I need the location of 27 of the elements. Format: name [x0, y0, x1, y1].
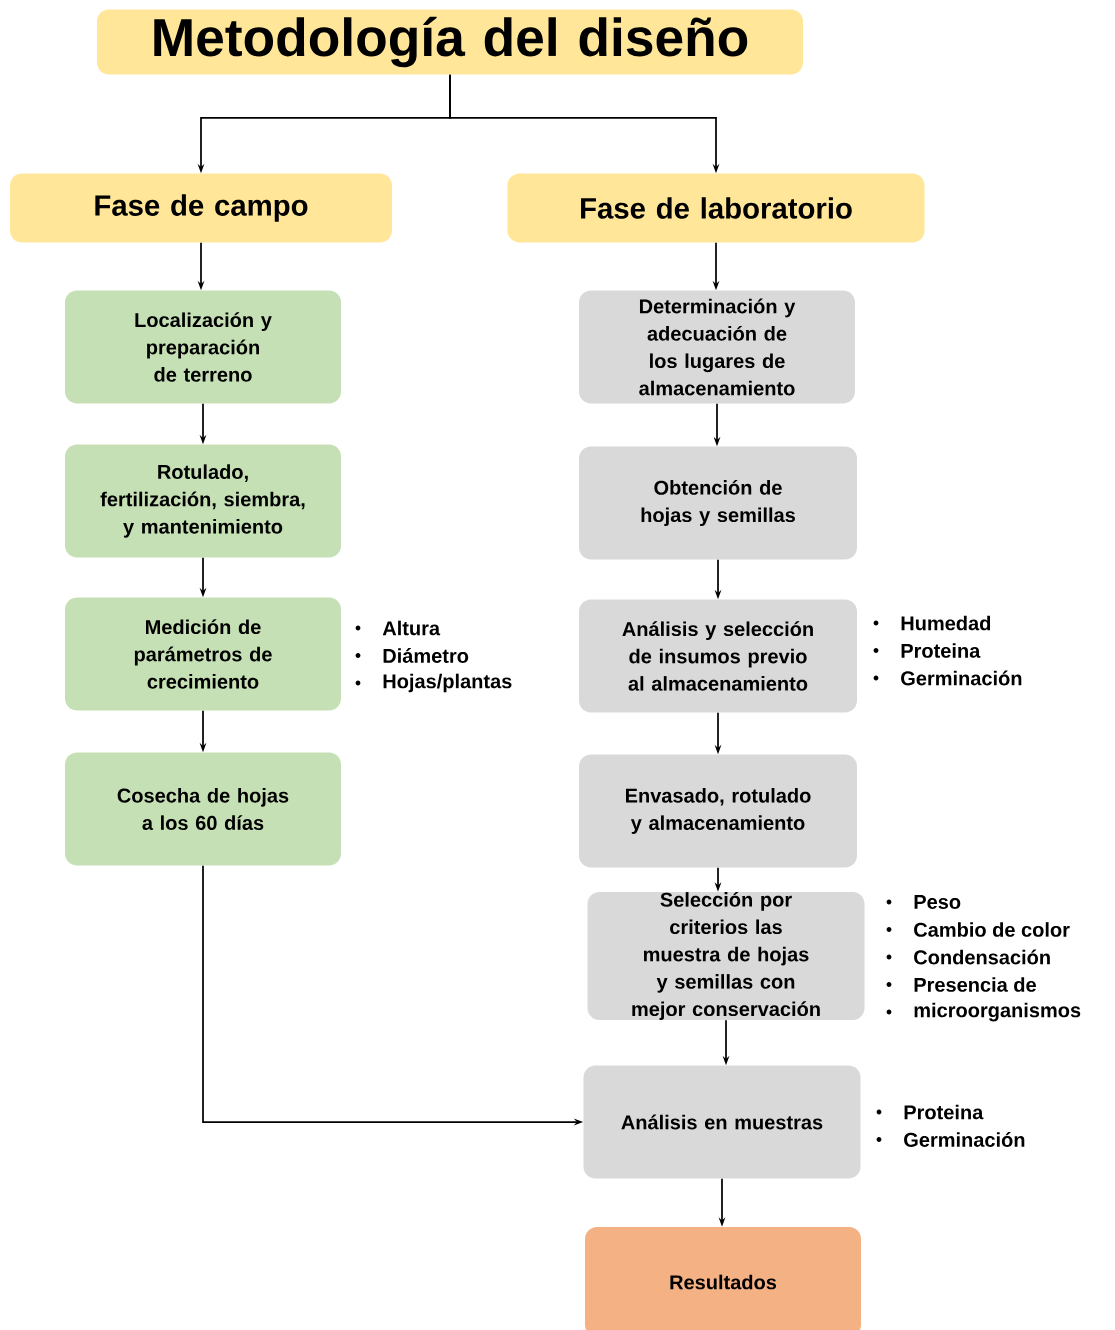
bullet-item: Condensación [886, 949, 1050, 965]
phase-box: Fase de campo [10, 173, 392, 243]
process-box: Rotulado, fertilización, siembra, y mantenimiento [65, 444, 341, 558]
bullet-item: microorganismos [886, 1002, 1081, 1022]
bullet-item: Humedad [873, 615, 991, 631]
process-box: Selección por criterios las muestra de hojas y semillas con mejor conservación [587, 891, 865, 1021]
title-box: Metodología del diseño [97, 9, 803, 75]
bullet-item: Hojas/plantas [355, 673, 512, 693]
process-box: Medición de parámetros de crecimiento [65, 597, 341, 711]
phase-box: Fase de laboratorio [507, 173, 925, 243]
process-box: Análisis en muestras [583, 1065, 861, 1179]
bullet-item: Peso [886, 895, 961, 909]
bullet-item: Proteina [876, 1104, 984, 1120]
bullet-item: Altura [355, 620, 441, 636]
process-box: Obtención de hojas y semillas [579, 446, 857, 560]
process-box: Determinación y adecuación de los lugares de almacenamiento [579, 290, 855, 404]
bullet-item: Cambio de color [886, 922, 1070, 937]
bullet-item: Proteina [873, 643, 981, 658]
process-box: Localización y preparación de terreno [65, 290, 341, 404]
bullet-item: Presencia de [886, 977, 1036, 992]
process-box: Análisis y selección de insumos previo al almacenamiento [579, 599, 857, 713]
bullet-item: Diámetro [355, 648, 469, 663]
bullet-item: Germinación [873, 670, 1022, 686]
result-box: Resultados [585, 1227, 861, 1330]
bullet-item: Germinación [876, 1132, 1025, 1147]
process-box: Envasado, rotulado y almacenamiento [579, 754, 857, 868]
process-box: Cosecha de hojas a los 60 días [65, 752, 341, 866]
